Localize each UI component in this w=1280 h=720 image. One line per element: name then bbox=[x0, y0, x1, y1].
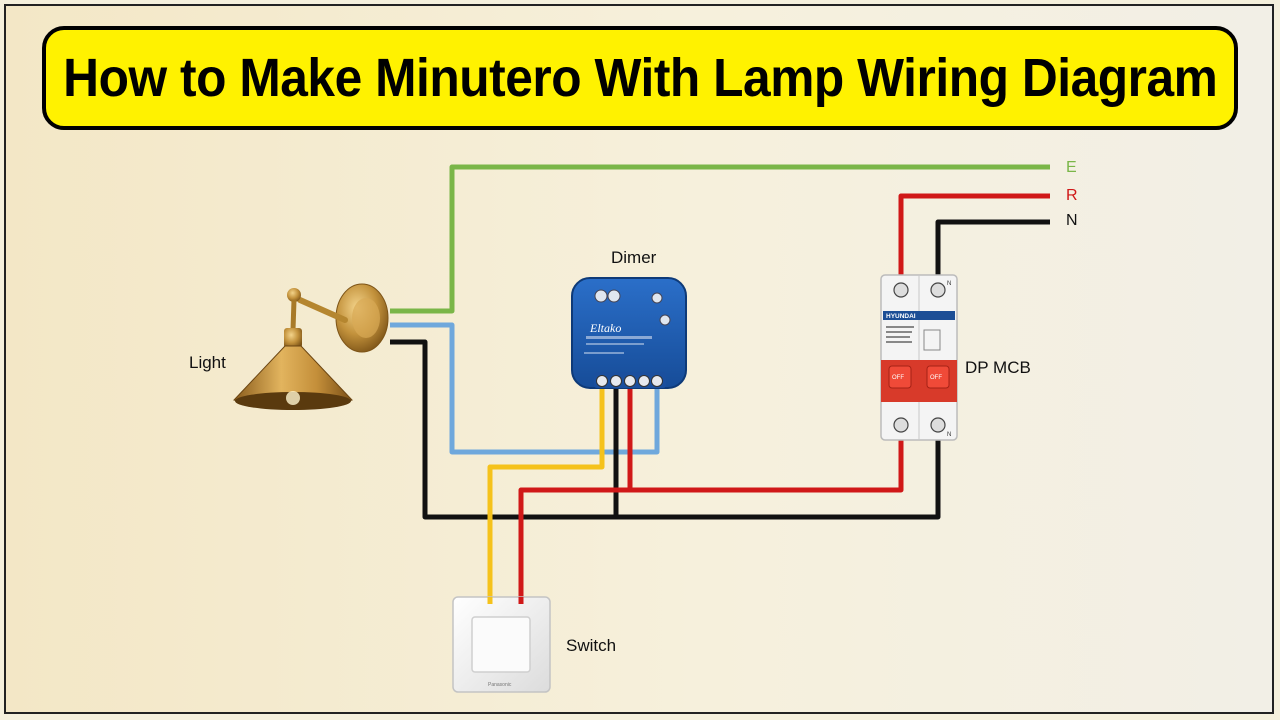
earth-wire bbox=[390, 164, 1050, 314]
title-banner: How to Make Minutero With Lamp Wiring Di… bbox=[42, 26, 1238, 130]
phase-line-label: R bbox=[1066, 187, 1078, 204]
earth-line-label: E bbox=[1066, 159, 1077, 176]
phase-load-wire bbox=[518, 428, 904, 600]
dp-mcb-label: DP MCB bbox=[965, 358, 1031, 377]
mcb-brand: HYUNDAI bbox=[886, 313, 916, 320]
page-title: How to Make Minutero With Lamp Wiring Di… bbox=[62, 48, 1218, 108]
mcb-n-bottom: N bbox=[947, 432, 951, 438]
mcb-off-left: OFF bbox=[892, 375, 904, 381]
neutral-supply-wire bbox=[935, 219, 1050, 285]
wall-switch-icon: Panasonic bbox=[452, 596, 551, 693]
lamp-icon bbox=[233, 283, 389, 410]
mcb-n-top: N bbox=[947, 281, 951, 287]
switch-control-wire bbox=[487, 388, 605, 600]
dimer-label: Dimer bbox=[611, 248, 657, 267]
switch-label: Switch bbox=[566, 636, 617, 655]
neutral-line-label: N bbox=[1066, 212, 1078, 229]
light-label: Light bbox=[189, 353, 226, 372]
dimer-module-icon: Eltako bbox=[571, 277, 687, 389]
lamp-blue-wire bbox=[390, 322, 660, 455]
dp-mcb-icon: N HYUNDAI OFF OFF N bbox=[880, 274, 958, 441]
lamp-neutral-wire bbox=[390, 339, 941, 520]
phase-supply-wire bbox=[898, 193, 1050, 285]
dimer-brand: Eltako bbox=[589, 321, 621, 335]
switch-brand: Panasonic bbox=[488, 682, 512, 688]
mcb-off-right: OFF bbox=[930, 375, 942, 381]
